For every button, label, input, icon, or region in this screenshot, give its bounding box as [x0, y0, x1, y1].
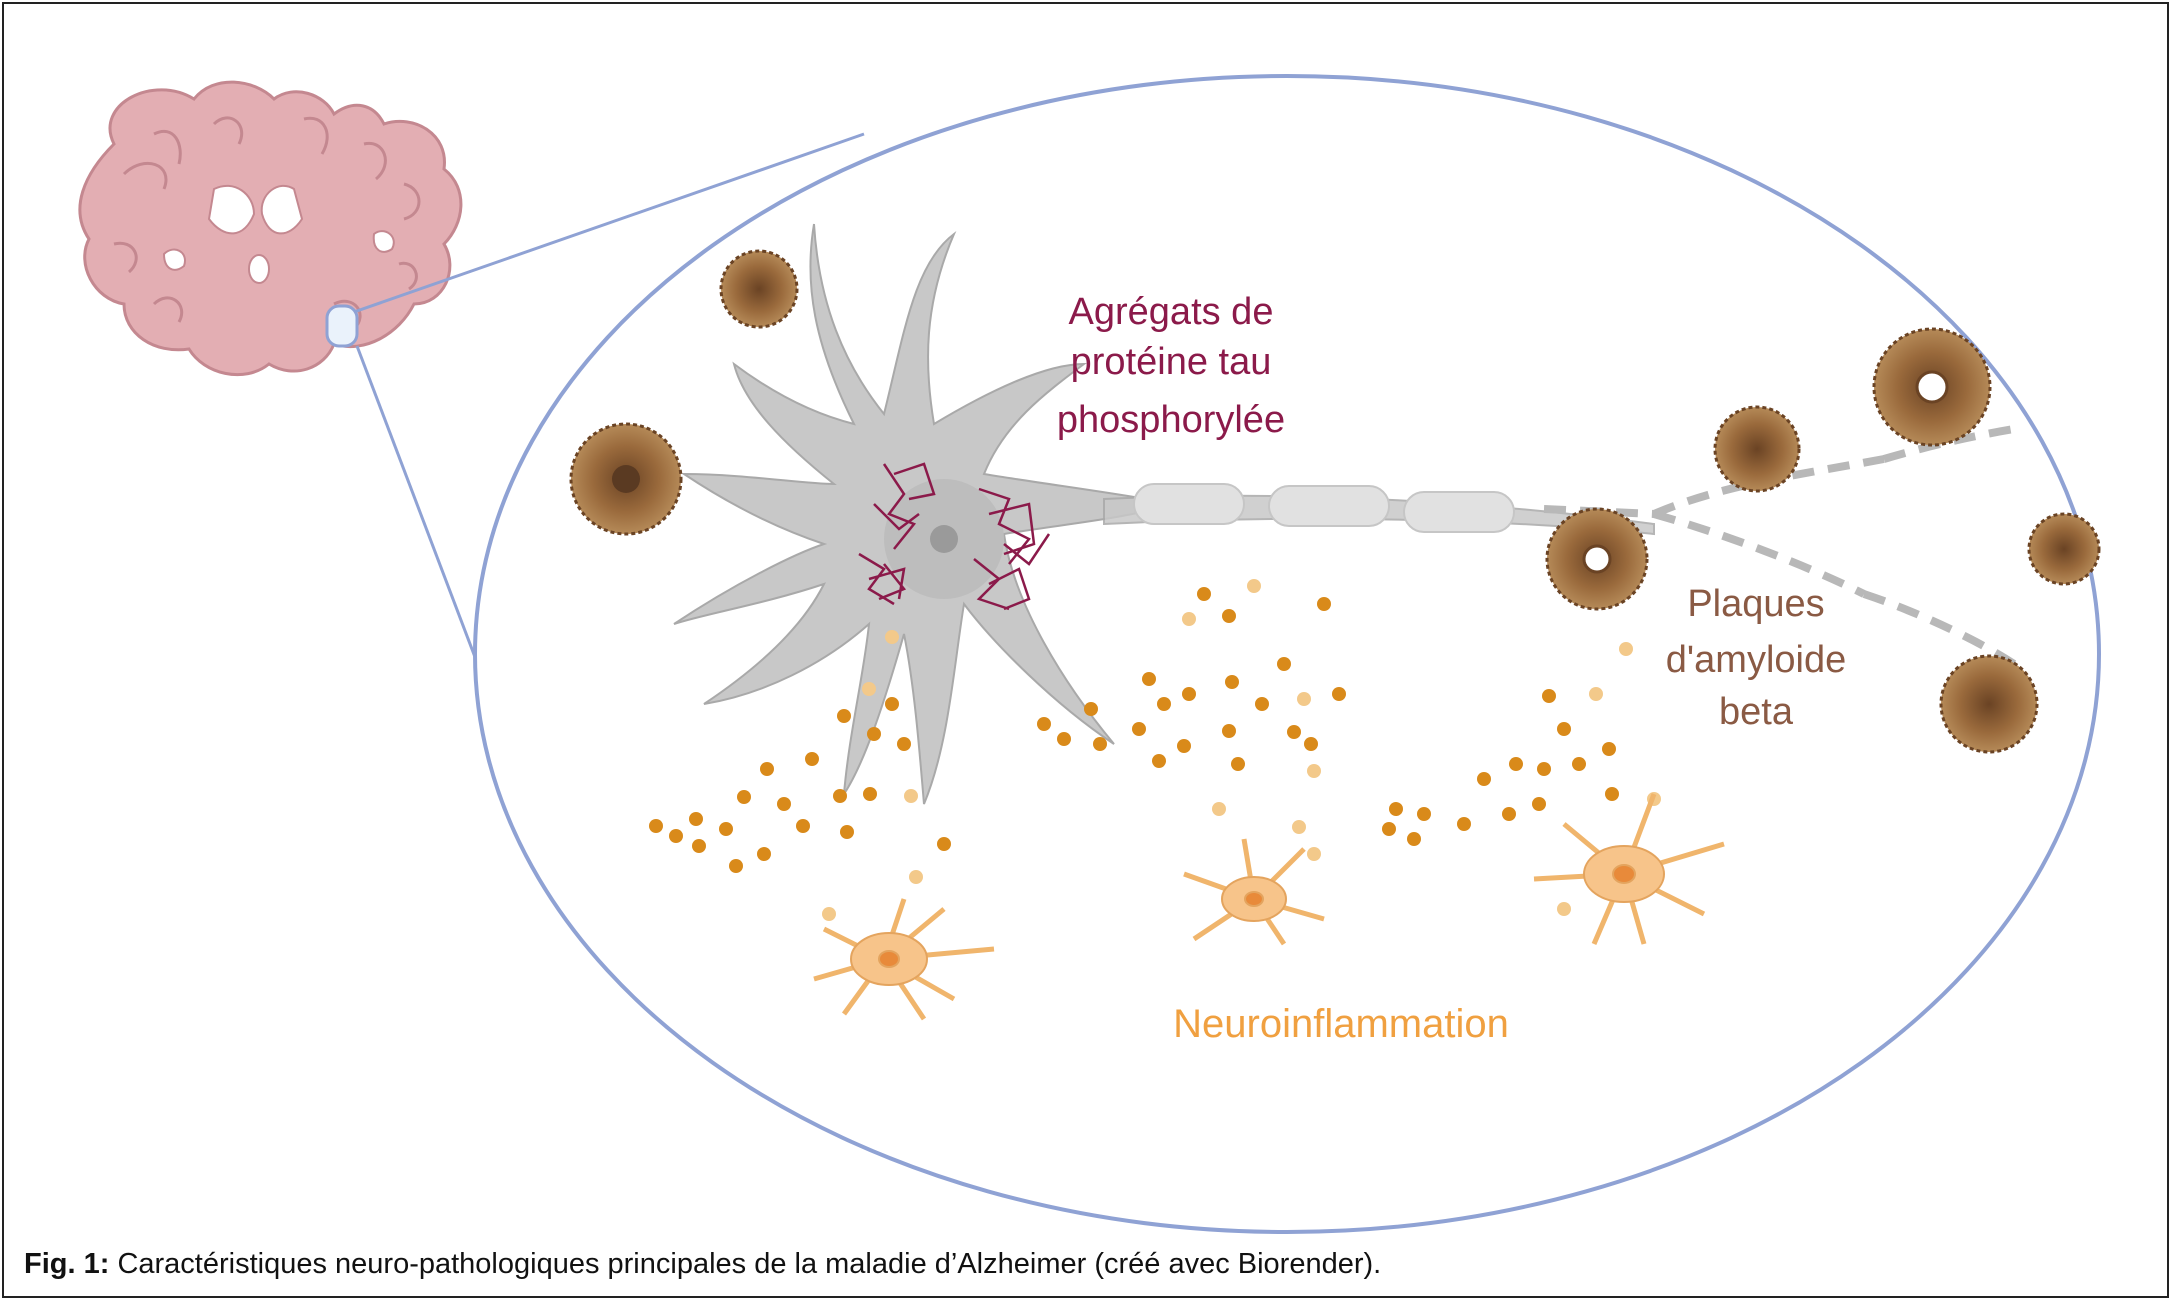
plaque-icon	[719, 249, 799, 329]
brain-section-icon	[78, 80, 463, 377]
zoom-ellipse	[473, 74, 2101, 1234]
plaque-icon	[1939, 654, 2039, 754]
plaque-icon	[2027, 512, 2101, 586]
plaque-icon	[569, 422, 683, 536]
cytokine-particles-light	[822, 579, 1661, 921]
caption-text: Caractéristiques neuro-pathologiques pri…	[117, 1248, 1382, 1280]
plaques-label-line3: beta	[1719, 691, 1794, 733]
zoom-region-marker	[325, 304, 359, 348]
alzheimer-diagram: Agrégats de protéine tau phosphorylée Pl…	[78, 74, 2101, 1234]
plaques-label-line1: Plaques	[1687, 583, 1824, 625]
plaque-icon	[1713, 405, 1801, 493]
microglia-icon	[1533, 793, 1725, 945]
neuroinflammation-label: Neuroinflammation	[1173, 1002, 1509, 1046]
zoom-line-bottom	[355, 345, 491, 695]
microglia-icon	[813, 898, 995, 1021]
microglia-icon	[1183, 838, 1325, 946]
plaque-icon	[1545, 507, 1649, 611]
tau-aggregates-icon	[858, 462, 1051, 611]
zoom-line-top	[353, 132, 865, 314]
caption-prefix: Fig. 1:	[24, 1248, 110, 1280]
tau-label-line1: Agrégats de	[1069, 291, 1274, 333]
figure-caption: Fig. 1: Caractéristiques neuro-pathologi…	[24, 1248, 1381, 1281]
plaque-icon	[1872, 327, 1992, 447]
tau-label-line2: protéine tau	[1071, 341, 1272, 383]
plaques-label-line2: d'amyloide	[1666, 639, 1846, 681]
tau-label-line3: phosphorylée	[1057, 399, 1285, 441]
amyloid-plaques	[569, 249, 2101, 754]
cytokine-particles	[649, 587, 1619, 873]
